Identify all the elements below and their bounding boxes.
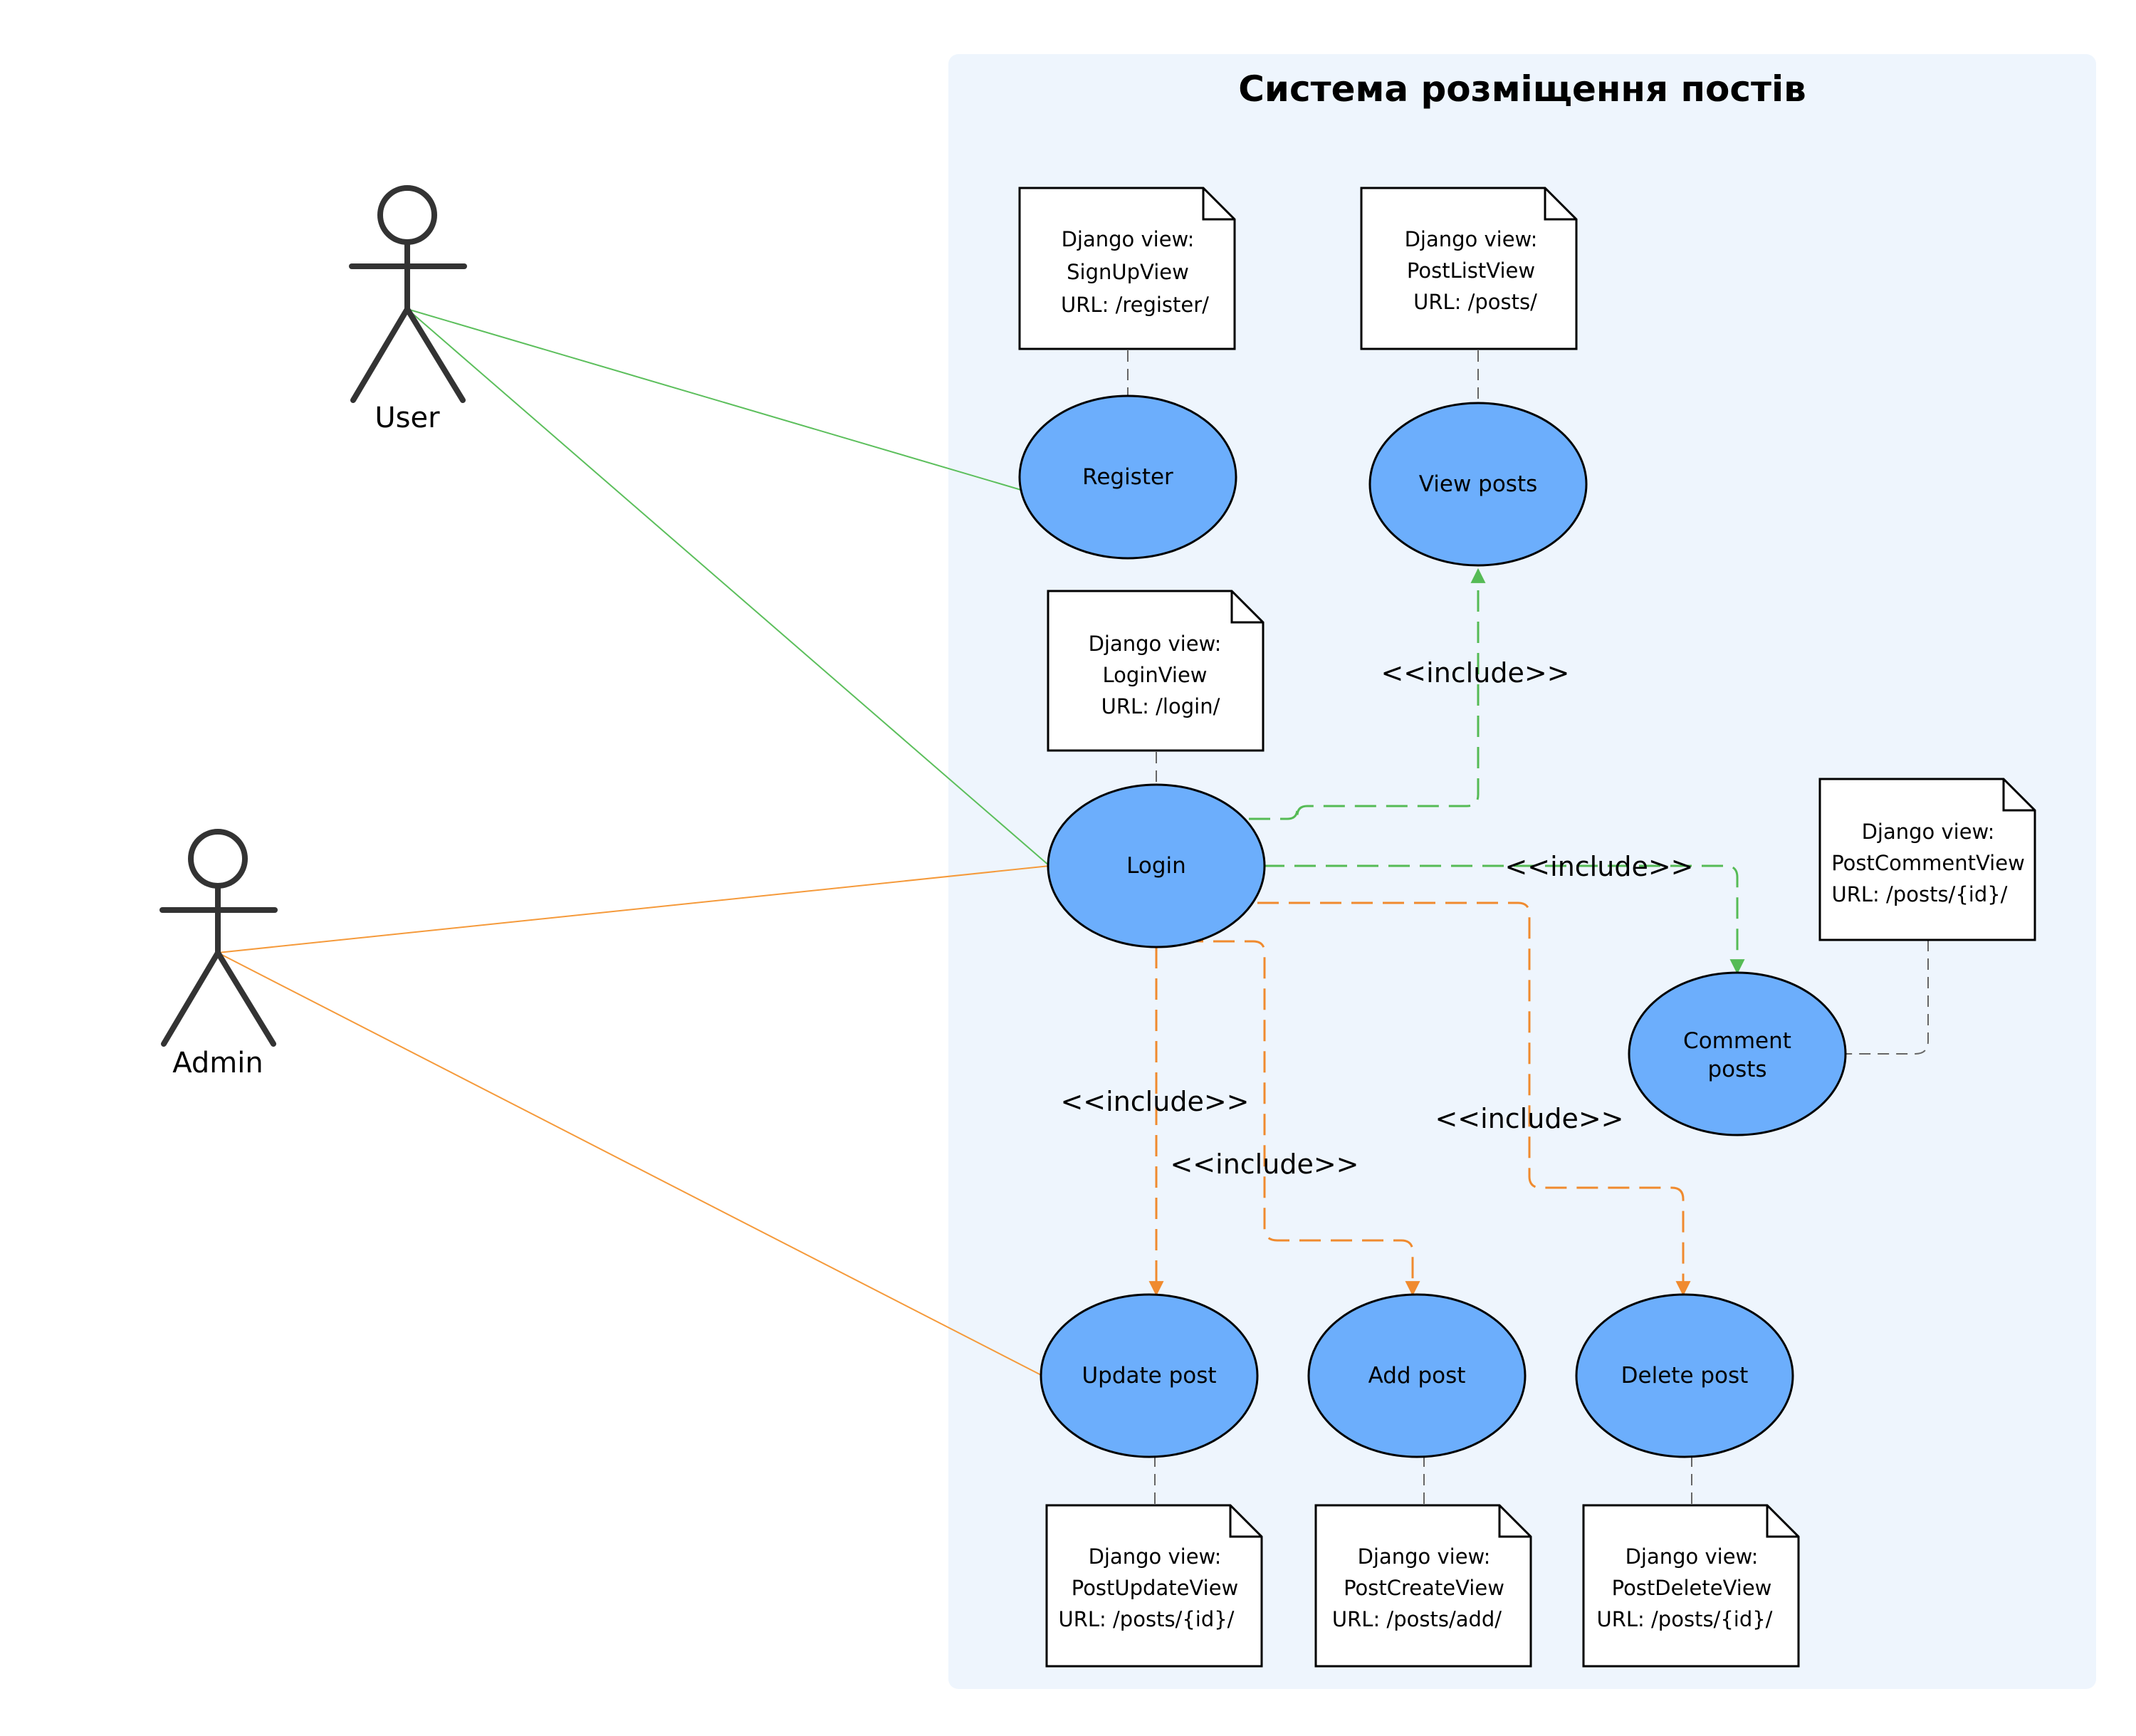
note-update-line2: PostUpdateView [1072,1576,1239,1600]
usecase-delete-label: Delete post [1621,1363,1749,1389]
note-texts: Django view: SignUpView URL: /register/ … [1059,227,2025,1631]
notes [1018,187,2036,1668]
note-add [1314,1504,1532,1668]
actor-associations [217,308,1050,1376]
note-view-line3: URL: /posts/ [1413,290,1537,314]
include-label-add: <<include>> [1170,1149,1358,1180]
note-login-line2: LoginView [1102,663,1207,687]
note-login-line1: Django view: [1089,632,1222,656]
usecase-delete-post[interactable] [1575,1293,1794,1458]
note-register-line3: URL: /register/ [1061,293,1209,317]
usecase-comment-posts[interactable] [1628,971,1847,1136]
note-view-line2: PostListView [1407,258,1535,283]
note-login-line3: URL: /login/ [1101,694,1220,718]
usecase-login[interactable] [1047,783,1266,948]
actor-admin-label: Admin [172,1047,263,1079]
actor-user-label: User [375,402,440,434]
note-comment-line3: URL: /posts/{id}/ [1832,882,2008,906]
user-login-line [407,308,1050,867]
usecase-labels: Register View posts Login Comment posts … [1082,464,1791,1389]
note-comment [1818,778,2036,941]
note-delete-line2: PostDeleteView [1612,1576,1772,1600]
note-delete [1582,1504,1800,1668]
usecase-update-post[interactable] [1040,1293,1259,1458]
usecase-view-label: View posts [1419,471,1538,497]
note-update-line1: Django view: [1089,1544,1222,1569]
usecase-comment-label2: posts [1707,1057,1766,1082]
usecase-update-label: Update post [1082,1363,1216,1389]
include-labels: <<include>> <<include>> <<include>> <<in… [1060,657,1693,1180]
user-register-line [407,308,1022,491]
include-relations [1148,568,1745,1297]
usecase-login-label: Login [1126,853,1186,879]
usecase-comment-label1: Comment [1683,1028,1791,1054]
note-add-line3: URL: /posts/add/ [1332,1607,1502,1631]
include-login-view [1249,568,1486,820]
note-delete-line3: URL: /posts/{id}/ [1597,1607,1773,1631]
note-add-line1: Django view: [1358,1544,1491,1569]
admin-login-line [217,865,1050,953]
note-link-comment [1844,940,1929,1055]
note-comment-line2: PostCommentView [1831,851,2025,875]
note-delete-line1: Django view: [1625,1544,1759,1569]
note-update-line3: URL: /posts/{id}/ [1059,1607,1235,1631]
actor-admin-head-icon [188,829,248,889]
usecase-register[interactable] [1018,394,1237,560]
include-login-comment [1263,864,1745,975]
usecases [1018,394,1847,1458]
usecase-view-posts[interactable] [1368,402,1588,567]
actor-admin[interactable] [159,829,278,1047]
note-register [1018,187,1236,350]
note-view [1360,187,1578,350]
include-login-delete [1257,901,1691,1297]
system-title: Система розміщення постів [1238,68,1806,110]
note-update [1045,1504,1263,1668]
note-add-line2: PostCreateView [1344,1576,1504,1600]
note-register-line1: Django view: [1062,227,1195,251]
include-label-comment: <<include>> [1504,851,1693,882]
include-label-delete: <<include>> [1435,1103,1623,1134]
note-login [1047,590,1265,752]
admin-update-line [217,952,1043,1376]
include-label-view: <<include>> [1381,657,1569,689]
actor-user[interactable] [349,185,467,403]
actor-user-head-icon [377,185,437,245]
include-label-update: <<include>> [1060,1086,1249,1117]
usecase-add-label: Add post [1368,1363,1466,1389]
usecase-register-label: Register [1082,464,1173,490]
usecase-add-post[interactable] [1307,1293,1527,1458]
note-register-line2: SignUpView [1067,260,1189,284]
note-connectors [1127,350,1929,1505]
include-login-add [1182,940,1420,1297]
note-view-line1: Django view: [1405,227,1538,251]
note-comment-line1: Django view: [1862,820,1995,844]
